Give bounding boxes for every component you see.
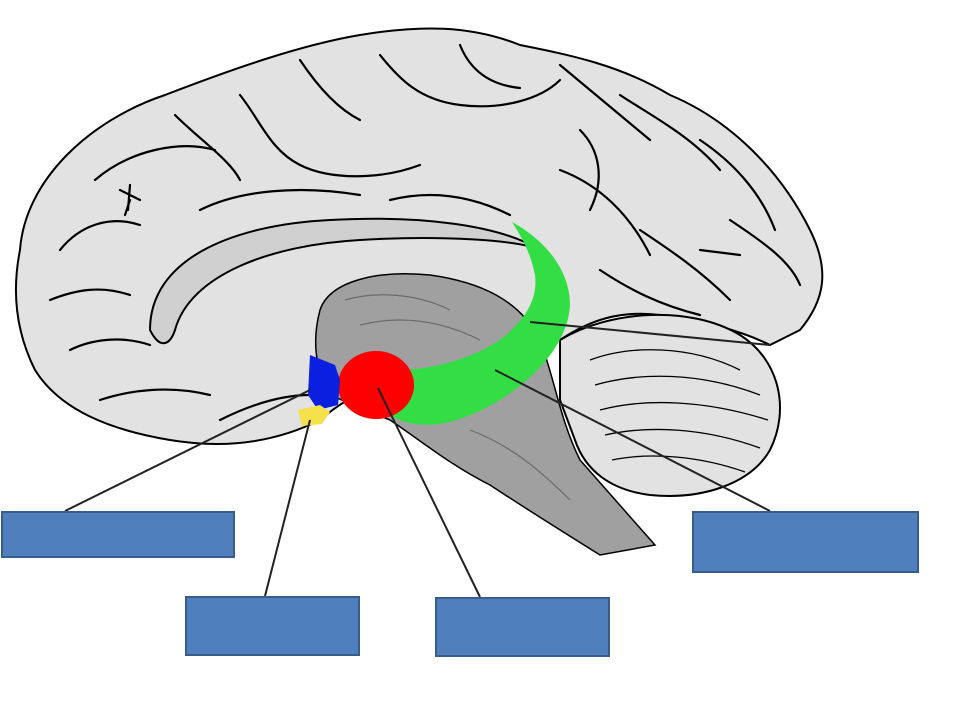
brainstem (314, 273, 657, 556)
hippocampus-structure (390, 222, 570, 425)
leader-line-2 (264, 419, 311, 597)
mammillary-structure (298, 405, 330, 426)
leader-line-3 (377, 387, 481, 598)
cerebellum-folia (589, 349, 769, 473)
sulci-lines (48, 43, 802, 422)
brainstem-texture (344, 294, 571, 501)
cerebellum (559, 313, 781, 497)
label-box-1[interactable] (1, 511, 235, 558)
septal-area-structure (308, 355, 340, 410)
corpus-callosum (148, 217, 541, 345)
leader-line-5 (529, 321, 771, 346)
label-box-4[interactable] (692, 511, 919, 573)
leader-line-4 (494, 369, 771, 512)
label-box-2[interactable] (185, 596, 360, 656)
label-box-3[interactable] (435, 597, 610, 657)
leader-line-1 (64, 389, 311, 512)
leader-lines (64, 321, 771, 598)
amygdala-structure (338, 351, 414, 419)
